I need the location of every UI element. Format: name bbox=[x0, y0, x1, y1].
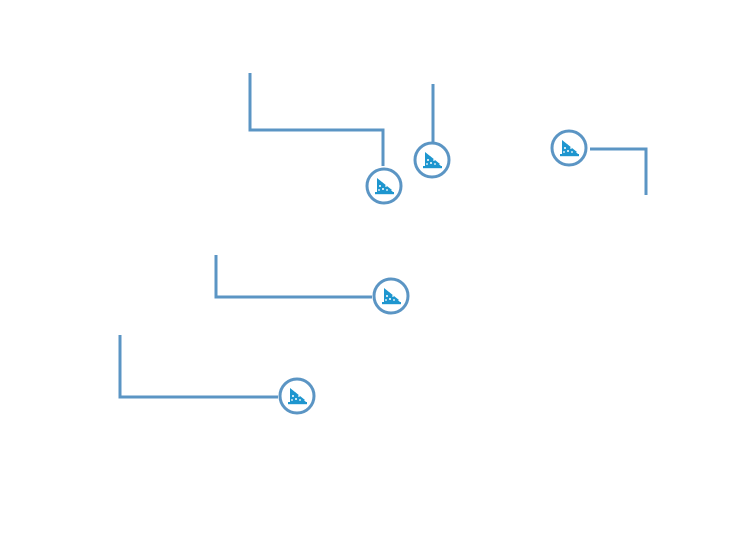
marker-4[interactable] bbox=[372, 277, 410, 315]
marker-5[interactable] bbox=[278, 377, 316, 415]
connector-1 bbox=[248, 73, 385, 166]
connector-3 bbox=[590, 147, 648, 195]
marker-2[interactable] bbox=[413, 141, 451, 179]
connector-5 bbox=[118, 335, 278, 399]
connector-4 bbox=[214, 255, 372, 299]
marker-3[interactable] bbox=[550, 129, 588, 167]
marker-1[interactable] bbox=[365, 167, 403, 205]
